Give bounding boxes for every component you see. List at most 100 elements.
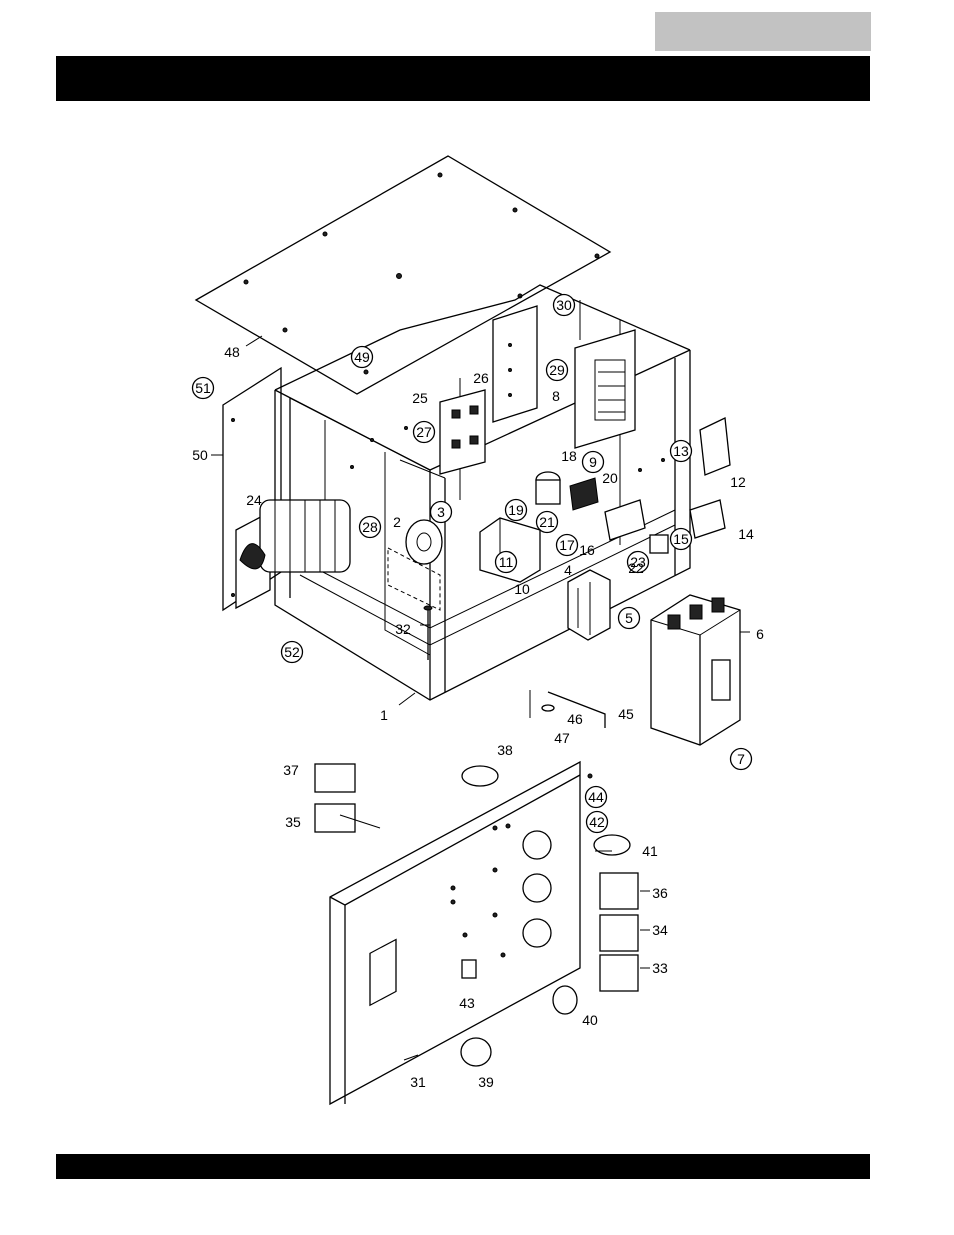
hardware — [423, 605, 606, 728]
callout-25: 25 — [412, 390, 428, 406]
callout-number: 52 — [284, 644, 300, 660]
callout-45: 45 — [618, 706, 634, 722]
callout-33: 33 — [652, 960, 668, 976]
callout-circle — [617, 606, 641, 630]
callout-number: 29 — [549, 362, 565, 378]
callout-40: 40 — [582, 1012, 598, 1028]
callout-number: 15 — [673, 531, 689, 547]
coil — [387, 519, 443, 611]
callout-49: 49 — [350, 345, 374, 369]
callout-number: 3 — [437, 504, 445, 520]
circuit-breaker — [650, 594, 741, 746]
callout-5: 5 — [617, 606, 641, 630]
callout-41: 41 — [642, 843, 658, 859]
footer-bar — [56, 1154, 870, 1179]
callout-10: 10 — [514, 581, 530, 597]
callout-37: 37 — [283, 762, 299, 778]
callout-23: 23 — [626, 550, 650, 574]
callout-6: 6 — [756, 626, 764, 642]
callout-number: 42 — [589, 814, 605, 830]
pilot-lamp-assembly — [535, 471, 599, 511]
callout-number: 20 — [602, 470, 618, 486]
callout-4: 4 — [564, 562, 572, 578]
callout-15: 15 — [669, 527, 693, 551]
callout-number: 34 — [652, 922, 668, 938]
callout-22: 22 — [628, 560, 644, 576]
callout-number: 27 — [416, 424, 432, 440]
callout-number: 28 — [362, 519, 378, 535]
callout-circle — [358, 515, 382, 539]
callout-number: 14 — [738, 526, 754, 542]
callout-number: 41 — [642, 843, 658, 859]
callout-52: 52 — [280, 640, 304, 664]
callout-number: 40 — [582, 1012, 598, 1028]
callout-31: 31 — [410, 1074, 426, 1090]
callout-number: 51 — [195, 380, 211, 396]
callout-3: 3 — [429, 500, 453, 524]
callout-27: 27 — [412, 420, 436, 444]
callout-number: 32 — [395, 621, 411, 637]
callout-number: 37 — [283, 762, 299, 778]
callout-7: 7 — [729, 747, 753, 771]
callout-number: 5 — [625, 610, 633, 626]
callout-43: 43 — [459, 995, 475, 1011]
control-panel-front — [329, 760, 593, 1106]
callout-number: 24 — [246, 492, 262, 508]
callout-24: 24 — [246, 492, 262, 508]
callout-circle — [585, 810, 609, 834]
callout-number: 16 — [579, 542, 595, 558]
callout-circle — [669, 527, 693, 551]
callout-26: 26 — [473, 370, 489, 386]
callout-number: 9 — [589, 454, 597, 470]
relay-bracket — [439, 389, 486, 475]
terminal-board — [574, 329, 636, 449]
callout-46: 46 — [567, 711, 583, 727]
callout-circle — [535, 510, 559, 534]
callout-circle — [581, 450, 605, 474]
callout-34: 34 — [652, 922, 668, 938]
callout-29: 29 — [545, 358, 569, 382]
callout-number: 8 — [552, 388, 560, 404]
callout-number: 21 — [539, 514, 555, 530]
callout-20: 20 — [602, 470, 618, 486]
callout-12: 12 — [730, 474, 746, 490]
rotary-switch — [235, 499, 351, 610]
callout-number: 23 — [630, 554, 646, 570]
callout-circle — [504, 498, 528, 522]
callout-circle — [669, 439, 693, 463]
callout-number: 12 — [730, 474, 746, 490]
callout-number: 13 — [673, 443, 689, 459]
callout-11: 11 — [494, 550, 518, 574]
callout-9: 9 — [581, 450, 605, 474]
callout-number: 18 — [561, 448, 577, 464]
callout-number: 33 — [652, 960, 668, 976]
callout-number: 25 — [412, 390, 428, 406]
callout-18: 18 — [561, 448, 577, 464]
callout-38: 38 — [497, 742, 513, 758]
callout-8: 8 — [552, 388, 560, 404]
callout-1: 1 — [380, 707, 388, 723]
callout-number: 47 — [554, 730, 570, 746]
callout-51: 51 — [191, 376, 215, 400]
callout-circle — [350, 345, 374, 369]
callout-32: 32 — [395, 621, 411, 637]
callout-50: 50 — [192, 447, 208, 463]
callout-number: 30 — [556, 297, 572, 313]
callout-17: 17 — [555, 533, 579, 557]
callout-circle — [552, 293, 576, 317]
callout-number: 49 — [354, 349, 370, 365]
callout-number: 11 — [499, 554, 514, 570]
right-relays — [604, 417, 731, 554]
callout-number: 35 — [285, 814, 301, 830]
header-tab — [655, 12, 871, 51]
callout-number: 31 — [410, 1074, 426, 1090]
callout-number: 46 — [567, 711, 583, 727]
callout-30: 30 — [552, 293, 576, 317]
callout-circle — [626, 550, 650, 574]
callout-number: 36 — [652, 885, 668, 901]
callout-number: 39 — [478, 1074, 494, 1090]
callout-2: 2 — [393, 514, 401, 530]
callout-14: 14 — [738, 526, 754, 542]
